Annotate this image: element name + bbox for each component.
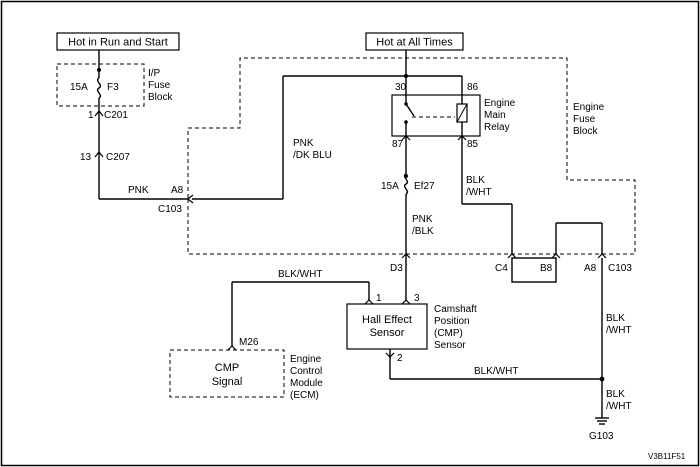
- a8-left-label: A8: [171, 185, 184, 196]
- wire-right-blk-wht-1-l1: BLK: [606, 313, 625, 324]
- wire-pnk-dkblu-label-1: PNK: [293, 138, 314, 149]
- wire-relay-blk-wht-label-1: BLK: [466, 175, 485, 186]
- ecm-label-1: Engine: [290, 354, 322, 365]
- ground-label: G103: [589, 431, 614, 442]
- relay-pin-30: 30: [395, 82, 407, 93]
- figure-id: V3B11F51: [648, 452, 686, 461]
- wire-ground-label: BLK/WHT: [474, 366, 518, 377]
- ecm-box-label-2: Signal: [212, 376, 243, 388]
- sensor-name-4: Sensor: [434, 340, 466, 351]
- engine-fuse-label-2: Fuse: [573, 114, 596, 125]
- wire-right-blk-wht-2-l2: /WHT: [606, 401, 632, 412]
- fuse-f3-icon: [96, 77, 102, 99]
- ip-fuse-block-outline: [56, 63, 145, 107]
- relay-label-3: Relay: [484, 122, 510, 133]
- d3-label: D3: [390, 263, 403, 274]
- b8-label: B8: [540, 263, 553, 274]
- c207-pin: 13: [80, 152, 92, 163]
- ecm-outline: [169, 349, 285, 398]
- wire-pnk-blk-label-2: /BLK: [412, 226, 434, 237]
- jumper-c4-b8: [511, 257, 557, 283]
- m26-label: M26: [239, 337, 259, 348]
- c4-label: C4: [495, 263, 508, 274]
- a8-right-connector-icon: [597, 253, 607, 259]
- ground-icon: [595, 417, 609, 425]
- ecm-label-2: Control: [290, 366, 322, 377]
- splice-dot: [404, 174, 408, 178]
- sensor-name-1: Camshaft: [434, 304, 477, 315]
- sensor-name-2: Position: [434, 316, 470, 327]
- relay-switch-icon: [404, 95, 455, 136]
- engine-fuse-label-3: Block: [573, 126, 598, 137]
- a8-right-label: A8: [584, 263, 597, 274]
- hall-effect-sensor-box: [346, 303, 428, 350]
- splice-dot: [97, 68, 101, 72]
- wire-relay-blk-wht-label-2: /WHT: [466, 187, 492, 198]
- c4-connector-icon: [507, 253, 517, 259]
- c103-left-label: C103: [158, 204, 182, 215]
- d3-connector-icon: [401, 253, 411, 259]
- wire-pnk-dkblu-label-2: /DK BLU: [293, 150, 332, 161]
- ip-fuse-label-1: I/P: [148, 68, 161, 79]
- wire-ecm-label: BLK/WHT: [278, 269, 322, 280]
- wire-right-blk-wht-1-l2: /WHT: [606, 325, 632, 336]
- sensor-name-3: (CMP): [434, 328, 463, 339]
- wire-right-blk-wht-2-l1: BLK: [606, 389, 625, 400]
- fuse-ef27-amp: 15A: [381, 181, 399, 192]
- m26-connector-icon: [227, 345, 237, 351]
- sensor-pin-3: 3: [414, 293, 420, 304]
- ip-fuse-label-3: Block: [148, 92, 173, 103]
- sensor-box-label-2: Sensor: [370, 327, 405, 339]
- c201-connector-icon: [94, 110, 104, 117]
- ip-fuse-label-2: Fuse: [148, 80, 171, 91]
- ecm-box-label-1: CMP: [215, 362, 239, 374]
- hot-all-times-box: [365, 32, 464, 51]
- c201-pin: 1: [88, 110, 94, 121]
- relay-pin-86: 86: [467, 82, 479, 93]
- hot-all-times-label: Hot at All Times: [376, 37, 453, 49]
- relay-pin-87: 87: [392, 139, 404, 150]
- c103-right-label: C103: [608, 263, 632, 274]
- sensor-box-label-1: Hall Effect: [362, 314, 412, 326]
- fuse-f3-amp: 15A: [70, 82, 88, 93]
- ecm-label-3: Module: [290, 378, 323, 389]
- sensor-pin1-connector-icon: [364, 299, 374, 305]
- fuse-ef27-id: Ef27: [414, 181, 435, 192]
- sensor-pin3-connector-icon: [401, 299, 411, 305]
- fuse-f3-id: F3: [107, 82, 119, 93]
- wire-pnk-blk-label-1: PNK: [412, 214, 433, 225]
- relay-label-2: Main: [484, 110, 506, 121]
- ecm-label-4: (ECM): [290, 390, 319, 401]
- relay-label-1: Engine: [484, 98, 516, 109]
- relay-coil-icon: [456, 95, 468, 136]
- relay-pin-85: 85: [467, 139, 479, 150]
- sensor-pin-2: 2: [397, 353, 403, 364]
- hot-run-start-label: Hot in Run and Start: [68, 37, 168, 49]
- engine-fuse-label-1: Engine: [573, 102, 605, 113]
- hot-run-start-box: [56, 32, 180, 51]
- sensor-pin-1: 1: [376, 293, 382, 304]
- wire-pnk-label: PNK: [128, 185, 149, 196]
- c201-label: C201: [104, 110, 128, 121]
- c207-label: C207: [106, 152, 130, 163]
